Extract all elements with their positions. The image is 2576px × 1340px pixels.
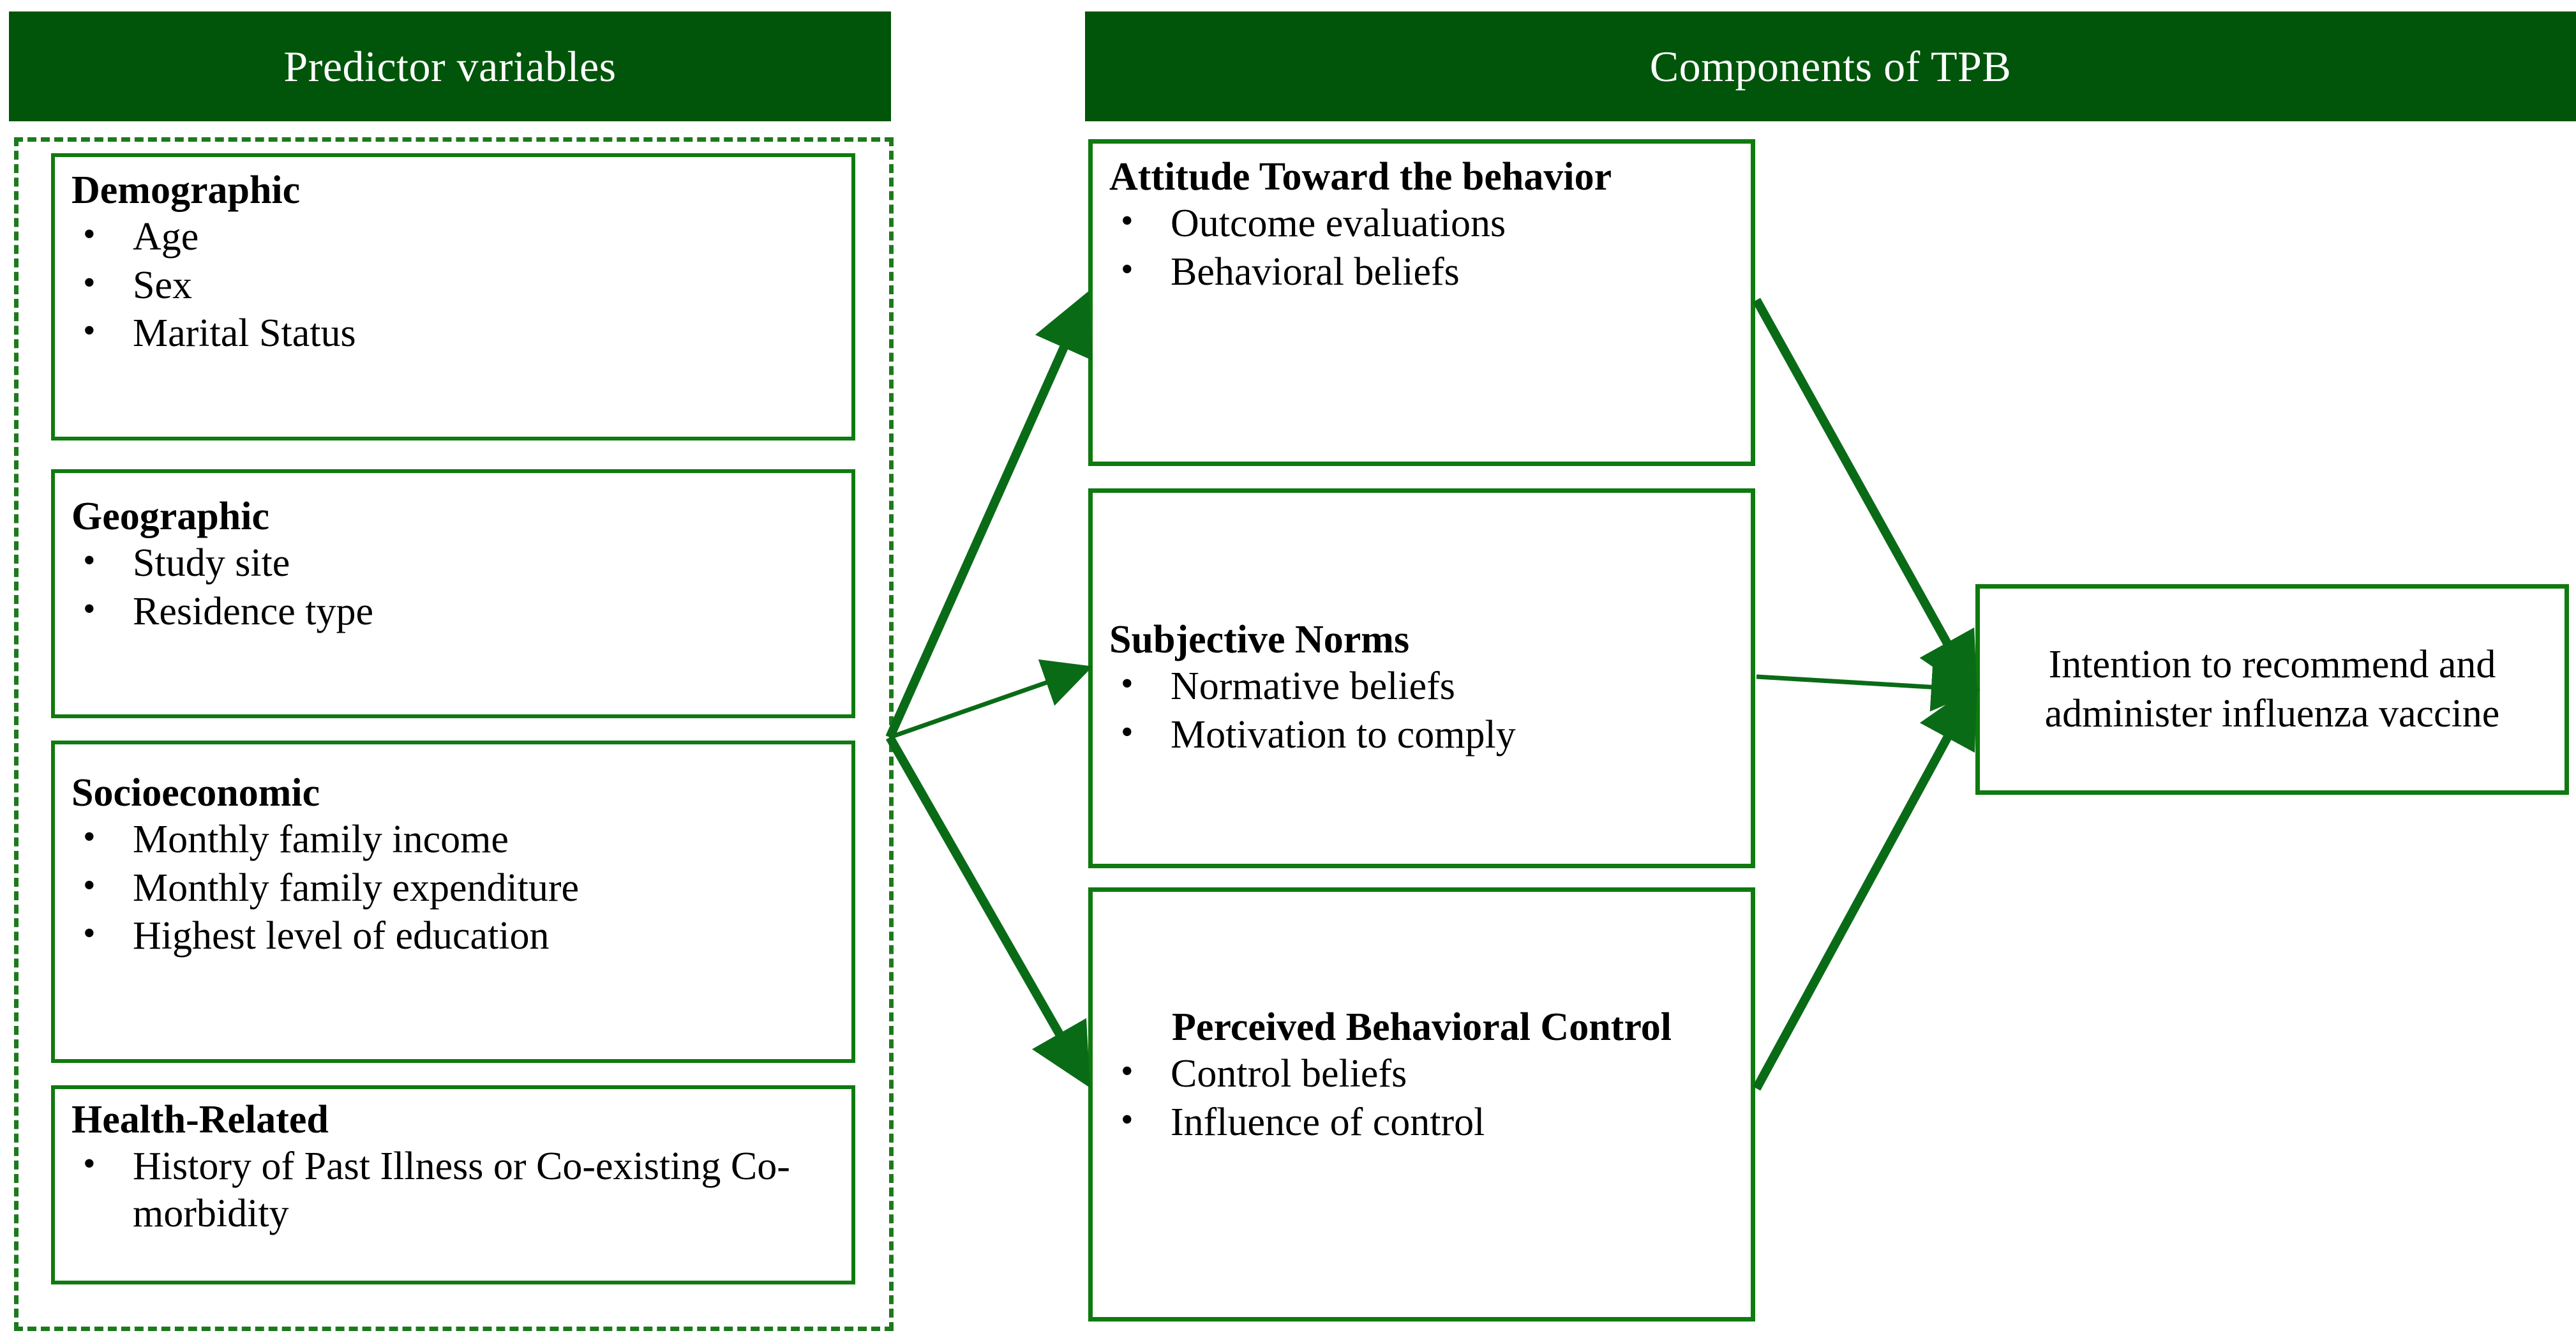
tpb-box-subjective-norms[interactable]: Subjective Norms • Normative beliefs • Mot…	[1088, 488, 1755, 868]
tpb-box-perceived-behavioral-control[interactable]: Perceived Behavioral Control • Control be…	[1088, 887, 1755, 1321]
tpb-box-subjective-norms-title: Subjective Norms	[1109, 618, 1410, 661]
header-predictor-variables: Predictor variables	[9, 11, 891, 121]
list-item-label: Monthly family income	[133, 818, 509, 862]
arrow-attitude-to-intention	[1752, 297, 1977, 698]
header-components-of-tpb: Components of TPB	[1085, 11, 2576, 121]
bullet-icon: •	[1121, 1051, 1134, 1092]
list-item: • Age	[71, 214, 835, 260]
list-item: • Monthly family income	[71, 817, 835, 863]
list-item: • Sex	[71, 262, 835, 309]
list-item-label: Monthly family expenditure	[133, 866, 580, 910]
bullet-icon: •	[1121, 249, 1134, 289]
list-item-label: Age	[133, 215, 199, 259]
predictor-box-demographic-title: Demographic	[71, 169, 301, 212]
predictor-box-geographic[interactable]: Geographic • Study site • Residence type	[51, 469, 855, 718]
list-item: • Outcome evaluations	[1109, 200, 1734, 247]
list-item-label: Residence type	[133, 589, 374, 633]
bullet-icon: •	[1121, 1099, 1134, 1140]
list-item-label: Highest level of education	[133, 914, 550, 958]
predictor-box-demographic-list: • Age • Sex • Marital Status	[71, 214, 835, 356]
tpb-box-attitude-title: Attitude Toward the behavior	[1109, 155, 1612, 199]
tpb-box-perceived-behavioral-control-list: • Control beliefs • Influence of control	[1109, 1051, 1734, 1145]
bullet-icon: •	[1121, 664, 1134, 704]
list-item-label: Motivation to comply	[1171, 712, 1516, 757]
predictor-box-health-related-title: Health-Related	[71, 1098, 329, 1141]
list-item: • Residence type	[71, 589, 835, 635]
list-item: • Control beliefs	[1109, 1051, 1734, 1097]
list-item-label: Control beliefs	[1171, 1052, 1407, 1096]
predictor-box-demographic[interactable]: Demographic • Age • Sex • Marital Status	[51, 153, 855, 440]
list-item: • Normative beliefs	[1109, 663, 1734, 710]
list-item: • Highest level of education	[71, 913, 835, 960]
predictor-box-health-related-list: • History of Past Illness or Co-existing …	[71, 1143, 835, 1237]
predictor-box-socioeconomic-list: • Monthly family income • Monthly family e…	[71, 817, 835, 959]
list-item: • Influence of control	[1109, 1099, 1734, 1146]
list-item-label: Outcome evaluations	[1171, 202, 1506, 246]
arrow-perceived-behavioral-control-to-intention	[1752, 682, 1977, 1091]
list-item-label: Behavioral beliefs	[1171, 250, 1460, 294]
bullet-icon: •	[83, 913, 96, 953]
list-item-label: Influence of control	[1171, 1100, 1485, 1144]
arrow-predictors-to-perceived-behavioral-control	[885, 735, 1091, 1088]
header-components-of-tpb-label: Components of TPB	[1649, 41, 2012, 91]
arrow-subjective-norms-to-intention	[1756, 662, 1981, 712]
list-item: • Marital Status	[71, 310, 835, 357]
list-item: • Behavioral beliefs	[1109, 249, 1734, 296]
list-item-label: History of Past Illness or Co-existing C…	[133, 1145, 790, 1235]
predictor-box-geographic-list: • Study site • Residence type	[71, 540, 835, 635]
bullet-icon: •	[83, 262, 96, 303]
list-item-label: Study site	[133, 541, 290, 585]
outcome-box-intention[interactable]: Intention to recommend and administer in…	[1975, 584, 2569, 795]
predictor-box-geographic-title: Geographic	[71, 495, 269, 538]
list-item: • Monthly family expenditure	[71, 865, 835, 912]
list-item-label: Sex	[133, 263, 192, 307]
arrow-predictors-to-attitude	[885, 290, 1093, 739]
bullet-icon: •	[1121, 201, 1134, 241]
bullet-icon: •	[83, 865, 96, 905]
list-item: • Motivation to comply	[1109, 712, 1734, 758]
list-item-label: Normative beliefs	[1171, 665, 1455, 709]
header-predictor-variables-label: Predictor variables	[283, 41, 617, 91]
predictor-box-health-related[interactable]: Health-Related • History of Past Illness …	[51, 1085, 855, 1284]
bullet-icon: •	[83, 589, 96, 629]
predictor-box-socioeconomic-title: Socioeconomic	[71, 771, 320, 815]
tpb-box-attitude-toward-the-behavior[interactable]: Attitude Toward the behavior • Outcome ev…	[1088, 139, 1755, 466]
bullet-icon: •	[83, 215, 96, 255]
bullet-icon: •	[83, 817, 96, 857]
bullet-icon: •	[83, 1144, 96, 1184]
bullet-icon: •	[1121, 712, 1134, 752]
tpb-box-perceived-behavioral-control-title: Perceived Behavioral Control	[1172, 1005, 1672, 1049]
predictor-box-socioeconomic[interactable]: Socioeconomic • Monthly family income • Mo…	[51, 741, 855, 1063]
list-item-label: Marital Status	[133, 311, 356, 355]
list-item: • Study site	[71, 540, 835, 587]
tpb-box-attitude-list: • Outcome evaluations • Behavioral beliefs	[1109, 200, 1734, 295]
list-item: • History of Past Illness or Co-existing …	[71, 1143, 835, 1237]
bullet-icon: •	[83, 541, 96, 581]
arrow-predictors-to-subjective-norms	[888, 659, 1093, 740]
tpb-box-subjective-norms-list: • Normative beliefs • Motivation to comply	[1109, 663, 1734, 758]
bullet-icon: •	[83, 310, 96, 350]
outcome-box-intention-label: Intention to recommend and administer in…	[2044, 643, 2500, 735]
